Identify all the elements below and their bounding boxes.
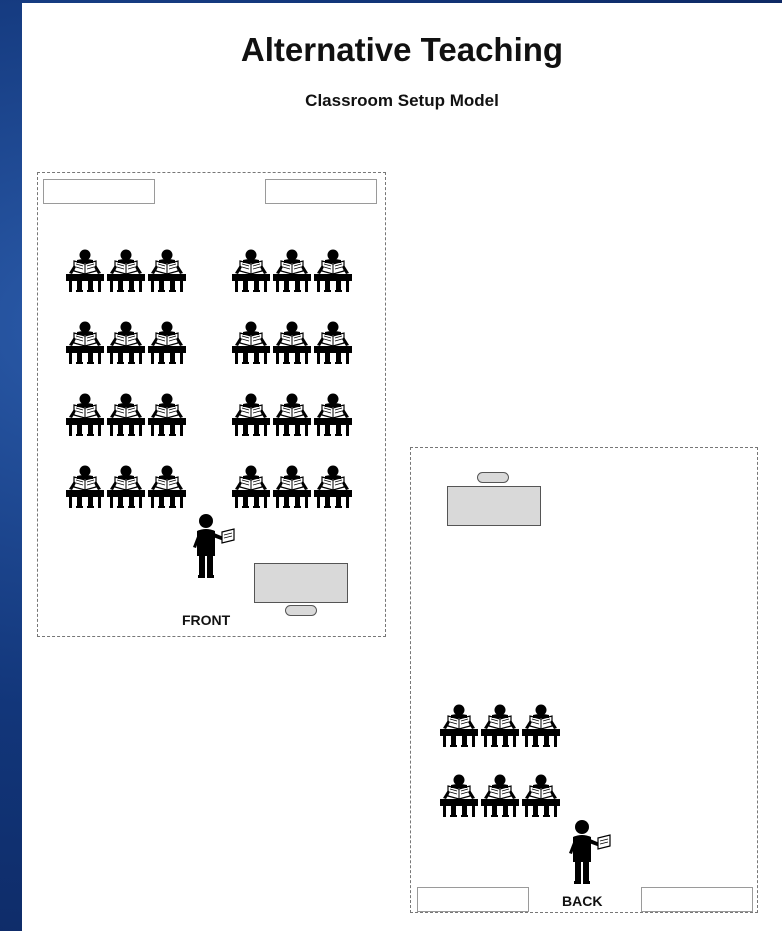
student-at-desk-icon	[106, 249, 146, 293]
student-at-desk-icon	[480, 704, 520, 748]
student-at-desk-icon	[439, 774, 479, 818]
student-at-desk-icon	[313, 465, 353, 509]
student-at-desk-icon	[439, 704, 479, 748]
student-at-desk-icon	[272, 465, 312, 509]
chair-icon	[477, 472, 509, 483]
student-at-desk-icon	[65, 393, 105, 437]
student-at-desk-icon	[65, 321, 105, 365]
front-label: FRONT	[182, 612, 231, 628]
student-at-desk-icon	[313, 393, 353, 437]
student-at-desk-icon	[231, 321, 271, 365]
chair-icon	[285, 605, 317, 616]
teacher-desk-icon	[447, 486, 541, 526]
student-at-desk-icon	[65, 249, 105, 293]
slide: Alternative Teaching Classroom Setup Mod…	[22, 3, 782, 931]
classroom-back: BACK	[410, 447, 758, 913]
student-at-desk-icon	[106, 465, 146, 509]
student-at-desk-icon	[272, 393, 312, 437]
classroom-front: FRONT	[37, 172, 386, 637]
whiteboard-icon	[641, 887, 753, 912]
student-at-desk-icon	[272, 321, 312, 365]
teacher-reading-icon	[192, 514, 235, 579]
teacher-desk-icon	[254, 563, 348, 603]
whiteboard-icon	[43, 179, 155, 204]
student-at-desk-icon	[313, 321, 353, 365]
student-at-desk-icon	[231, 249, 271, 293]
slide-subtitle: Classroom Setup Model	[305, 91, 499, 110]
student-at-desk-icon	[65, 465, 105, 509]
student-at-desk-icon	[521, 774, 561, 818]
student-at-desk-icon	[106, 321, 146, 365]
student-at-desk-icon	[147, 321, 187, 365]
student-at-desk-icon	[480, 774, 520, 818]
student-at-desk-icon	[147, 393, 187, 437]
student-at-desk-icon	[147, 249, 187, 293]
student-at-desk-icon	[313, 249, 353, 293]
student-at-desk-icon	[521, 704, 561, 748]
student-at-desk-icon	[106, 393, 146, 437]
whiteboard-icon	[417, 887, 529, 912]
student-at-desk-icon	[231, 465, 271, 509]
student-at-desk-icon	[231, 393, 271, 437]
student-at-desk-icon	[272, 249, 312, 293]
teacher-reading-icon	[568, 820, 611, 885]
back-label: BACK	[562, 893, 603, 909]
whiteboard-icon	[265, 179, 377, 204]
slide-title: Alternative Teaching	[240, 31, 564, 68]
student-at-desk-icon	[147, 465, 187, 509]
